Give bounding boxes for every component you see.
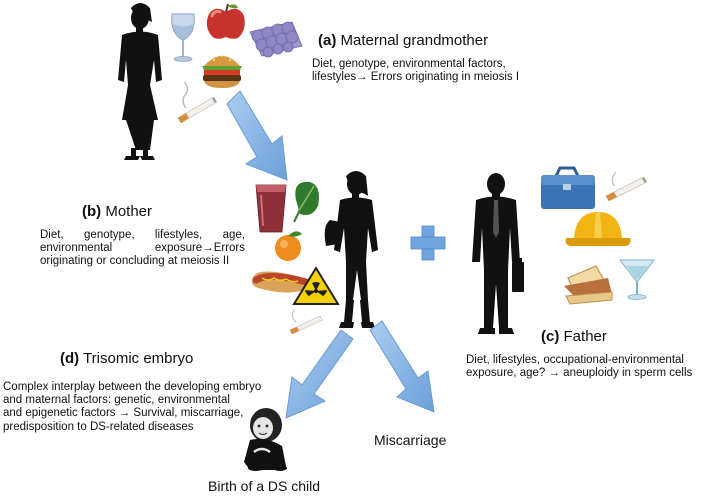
spinach-icon bbox=[293, 181, 319, 223]
apple-icon bbox=[206, 3, 245, 39]
cigarette-icon bbox=[289, 309, 323, 335]
wine-glass-icon bbox=[171, 13, 195, 62]
embryo-line-3: and epigenetic factors → Survival, misca… bbox=[3, 407, 244, 420]
birth-label: Birth of a DS child bbox=[208, 478, 321, 494]
arrow-grandmother-to-mother bbox=[226, 90, 288, 181]
mother-heading: (b) Mother bbox=[82, 203, 152, 220]
miscarriage-label: Miscarriage bbox=[374, 432, 447, 448]
grandmother-line-1: Diet, genotype, environmental factors, bbox=[312, 58, 506, 70]
mother-description: Diet, genotype, lifestyles, age, environ… bbox=[40, 229, 245, 269]
baby-icon bbox=[244, 408, 287, 471]
father-heading: (c) Father bbox=[541, 328, 607, 345]
father-title: Father bbox=[563, 328, 607, 345]
grandmother-letter: (a) bbox=[318, 32, 337, 49]
orange-icon bbox=[275, 231, 302, 261]
sandwich-icon bbox=[564, 265, 613, 305]
woman-silhouette-icon bbox=[324, 171, 378, 328]
cocktail-icon bbox=[618, 259, 656, 300]
father-letter: (c) bbox=[541, 328, 560, 345]
grandmother-description: Diet, genotype, environmental factors, l… bbox=[312, 58, 552, 84]
man-silhouette-icon bbox=[472, 173, 524, 334]
grandmother-title: Maternal grandmother bbox=[340, 32, 489, 49]
embryo-line-1: Complex interplay between the developing… bbox=[3, 381, 262, 393]
cigarette-icon bbox=[177, 81, 217, 124]
briefcase-icon bbox=[541, 166, 595, 209]
mother-line-2: environmental exposure→Errors bbox=[40, 242, 245, 255]
hotdog-icon bbox=[251, 271, 310, 293]
embryo-description: Complex interplay between the developing… bbox=[3, 381, 283, 434]
father-description: Diet, lifestyles, occupational-environme… bbox=[466, 354, 706, 380]
father-line-1: Diet, lifestyles, occupational-environme… bbox=[466, 354, 684, 366]
embryo-letter: (d) bbox=[60, 350, 80, 367]
father-line-2: exposure, age? → aneuploidy in sperm cel… bbox=[466, 367, 693, 380]
grandmother-heading: (a) Maternal grandmother bbox=[318, 32, 488, 49]
mother-line-3: originating or concluding at meiosis II bbox=[40, 255, 230, 268]
burger-icon bbox=[202, 55, 242, 88]
embryo-title: Trisomic embryo bbox=[83, 350, 194, 367]
grapes-icon bbox=[249, 21, 303, 58]
grandmother-line-2: lifestyles→ Errors originating in meiosi… bbox=[312, 71, 520, 84]
mother-title: Mother bbox=[105, 203, 153, 220]
woman-silhouette-icon bbox=[118, 3, 162, 160]
radiation-icon bbox=[292, 266, 340, 305]
plus-icon bbox=[410, 225, 446, 261]
embryo-line-2: and maternal factors: genetic, environme… bbox=[3, 394, 230, 407]
hardhat-icon bbox=[565, 212, 631, 246]
juice-glass-icon bbox=[255, 184, 287, 233]
mother-letter: (b) bbox=[82, 203, 102, 220]
arrow-to-embryo bbox=[285, 329, 354, 419]
arrow-to-miscarriage bbox=[369, 320, 435, 413]
embryo-line-4: predisposition to DS-related diseases bbox=[3, 420, 194, 433]
mother-line-1: Diet, genotype, lifestyles, age, bbox=[40, 229, 245, 241]
embryo-heading: (d) Trisomic embryo bbox=[60, 350, 193, 367]
cigarette-icon bbox=[605, 171, 647, 202]
